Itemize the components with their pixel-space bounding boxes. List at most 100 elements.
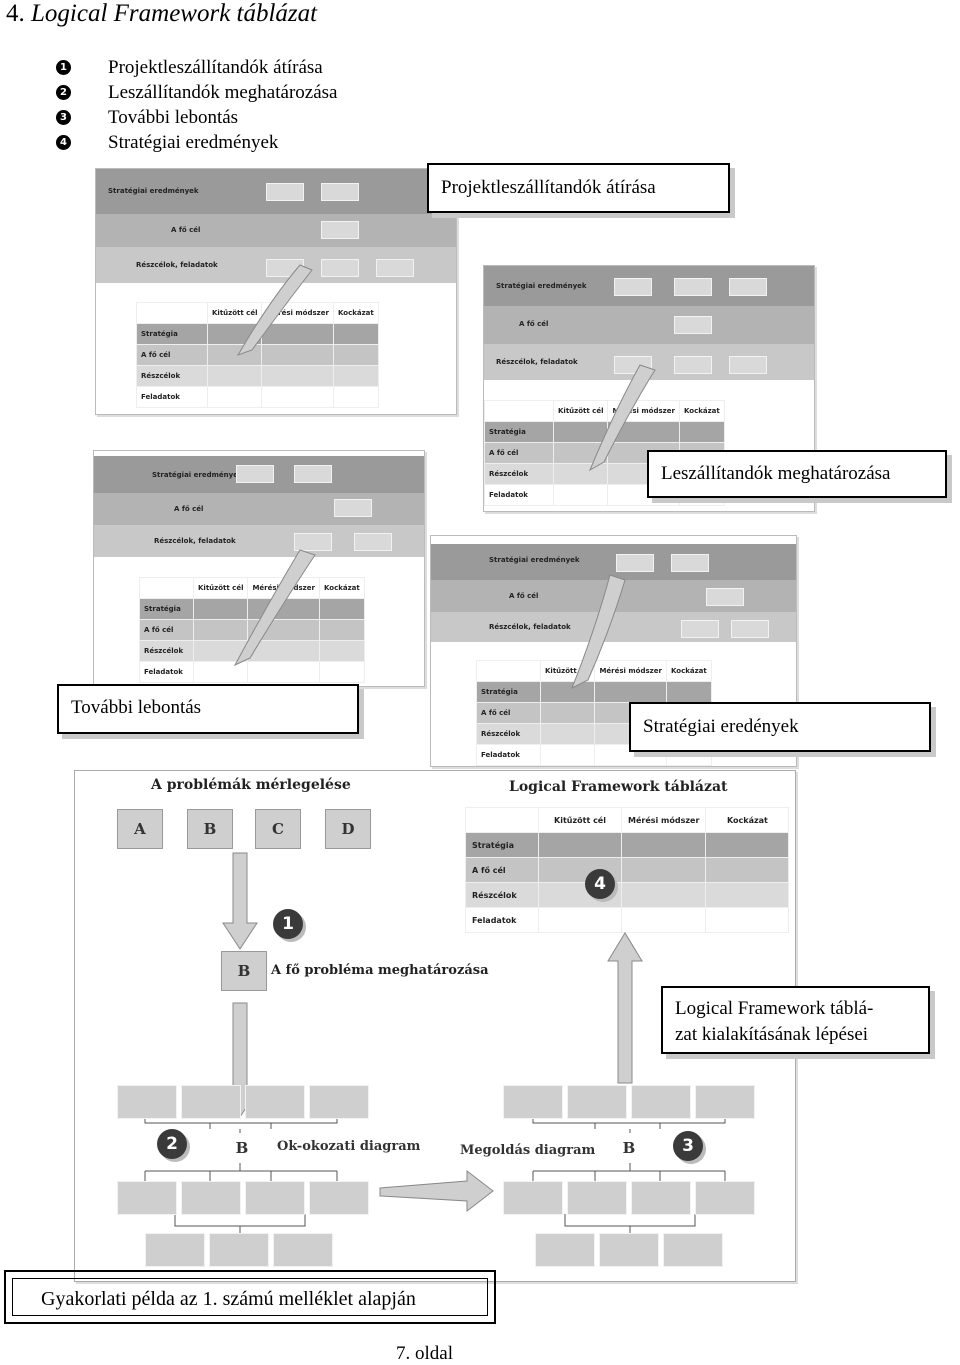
- step-label: Projektleszállítandók átírása: [108, 57, 323, 78]
- table-header: Kitűzött cél: [192, 577, 249, 599]
- band-label: Stratégiai eredmények: [108, 187, 199, 195]
- cause-diagram-label: Ok-okozati diagram: [277, 1139, 421, 1154]
- band-label: A fő cél: [509, 592, 539, 600]
- step-4-badge: 4: [585, 869, 615, 899]
- step-number-badge: 3: [56, 110, 71, 125]
- table-header: [136, 302, 208, 324]
- table-row-label: Részcélok: [476, 723, 541, 745]
- arrow-up: [607, 932, 643, 1084]
- mini-box: [321, 183, 359, 201]
- section-title: Logical Framework táblázat: [31, 0, 318, 27]
- step-1-badge: 1: [273, 909, 303, 939]
- arrow-4: [571, 574, 626, 690]
- step-label: Leszállítandók meghatározása: [108, 82, 338, 103]
- solution-box: [663, 1233, 723, 1267]
- table-header: Kockázat: [332, 302, 379, 324]
- effect-box: [309, 1181, 369, 1215]
- cause-box: [181, 1085, 241, 1119]
- figure-caption-frame: Gyakorlati példa az 1. számú melléklet a…: [4, 1270, 496, 1324]
- callout-line: Logical Framework táblá-: [675, 998, 874, 1019]
- section-number: 4.: [6, 0, 25, 27]
- arrow-3: [233, 549, 316, 667]
- table-row-label: Feladatok: [476, 744, 541, 766]
- band-label: A fő cél: [174, 505, 204, 513]
- callout-breakdown: További lebontás: [57, 684, 359, 734]
- arrow-1: [236, 264, 313, 356]
- step-label: További lebontás: [108, 107, 239, 128]
- solution-box: [503, 1181, 563, 1215]
- mini-box: [674, 278, 712, 296]
- band-label: Részcélok, feladatok: [154, 537, 236, 545]
- solution-box: [567, 1181, 627, 1215]
- solution-box: [695, 1181, 755, 1215]
- band-label: Stratégiai eredmények: [489, 556, 580, 564]
- band-label: Részcélok, feladatok: [136, 261, 218, 269]
- table-header: Kitűzött cél: [538, 807, 622, 833]
- band: Részcélok, feladatok: [94, 525, 424, 557]
- mini-box: [614, 278, 652, 296]
- problem-box-a: A: [117, 809, 163, 849]
- table-row-label: Stratégia: [139, 598, 194, 620]
- cause-box: [309, 1085, 369, 1119]
- problem-box-c: C: [255, 809, 301, 849]
- callout-deliverables: Leszállítandók meghatározása: [647, 450, 947, 498]
- callout-rewrite: Projektleszállítandók átírása: [427, 163, 730, 213]
- mini-box: [266, 183, 304, 201]
- effect-box: [181, 1181, 241, 1215]
- mini-box: [321, 259, 359, 277]
- cause-box: [245, 1085, 305, 1119]
- mini-box: [674, 356, 712, 374]
- table-header: Kockázat: [318, 577, 365, 599]
- table-header: Kitűzött cél: [206, 302, 263, 324]
- solution-box: [503, 1085, 563, 1119]
- mini-box: [729, 278, 767, 296]
- problem-box-b: B: [187, 809, 233, 849]
- main-problem-box: B: [221, 951, 267, 991]
- slide-2: Stratégiai eredmények A fő cél Részcélok…: [483, 265, 815, 512]
- table-row-label: Részcélok: [484, 463, 554, 485]
- table-row-label: A fő cél: [136, 344, 208, 366]
- table-row-label: Feladatok: [139, 661, 194, 683]
- band-label: Stratégiai eredmények: [152, 471, 243, 479]
- solution-center-box: B: [607, 1133, 651, 1163]
- mini-box: [706, 588, 744, 606]
- step-label: Stratégiai eredmények: [108, 132, 279, 153]
- mini-box: [236, 465, 274, 483]
- table-row-label: A fő cél: [139, 619, 194, 641]
- table-row-label: Feladatok: [484, 484, 554, 506]
- band: A fő cél: [484, 306, 814, 344]
- mini-box: [681, 620, 719, 638]
- step-3-badge: 3: [673, 1131, 703, 1161]
- mini-box: [674, 316, 712, 334]
- solution-box: [567, 1085, 627, 1119]
- mini-box: [334, 499, 372, 517]
- band-label: A fő cél: [171, 226, 201, 234]
- mini-box: [616, 554, 654, 572]
- mini-box: [294, 533, 332, 551]
- arrow-down-1: [222, 852, 258, 950]
- table-header: [139, 577, 194, 599]
- table-header: Kockázat: [705, 807, 790, 833]
- solution-box: [599, 1233, 659, 1267]
- callout-strategic: Stratégiai eredények: [629, 702, 931, 752]
- table-row-label: Feladatok: [136, 386, 208, 408]
- table-row-label: Feladatok: [465, 907, 539, 933]
- band-label: Részcélok, feladatok: [489, 623, 571, 631]
- callout-arrows: [233, 264, 656, 690]
- figure-caption: Gyakorlati példa az 1. számú melléklet a…: [12, 1278, 488, 1316]
- effect-box: [209, 1233, 269, 1267]
- page-title: 4. Logical Framework táblázat: [6, 0, 317, 30]
- problem-box-d: D: [325, 809, 371, 849]
- solution-diagram-label: Megoldás diagram: [460, 1143, 596, 1158]
- arrow-right: [379, 1169, 494, 1213]
- solution-box: [631, 1085, 691, 1119]
- table-header: Mérési módszer: [620, 807, 707, 833]
- effect-box: [273, 1233, 333, 1267]
- mini-box: [731, 620, 769, 638]
- table-header: [484, 400, 554, 422]
- solution-box: [631, 1181, 691, 1215]
- callout-lf-steps: Logical Framework táblá- zat kialakításá…: [661, 986, 930, 1054]
- mini-box: [729, 356, 767, 374]
- table-row-label: Stratégia: [465, 832, 539, 858]
